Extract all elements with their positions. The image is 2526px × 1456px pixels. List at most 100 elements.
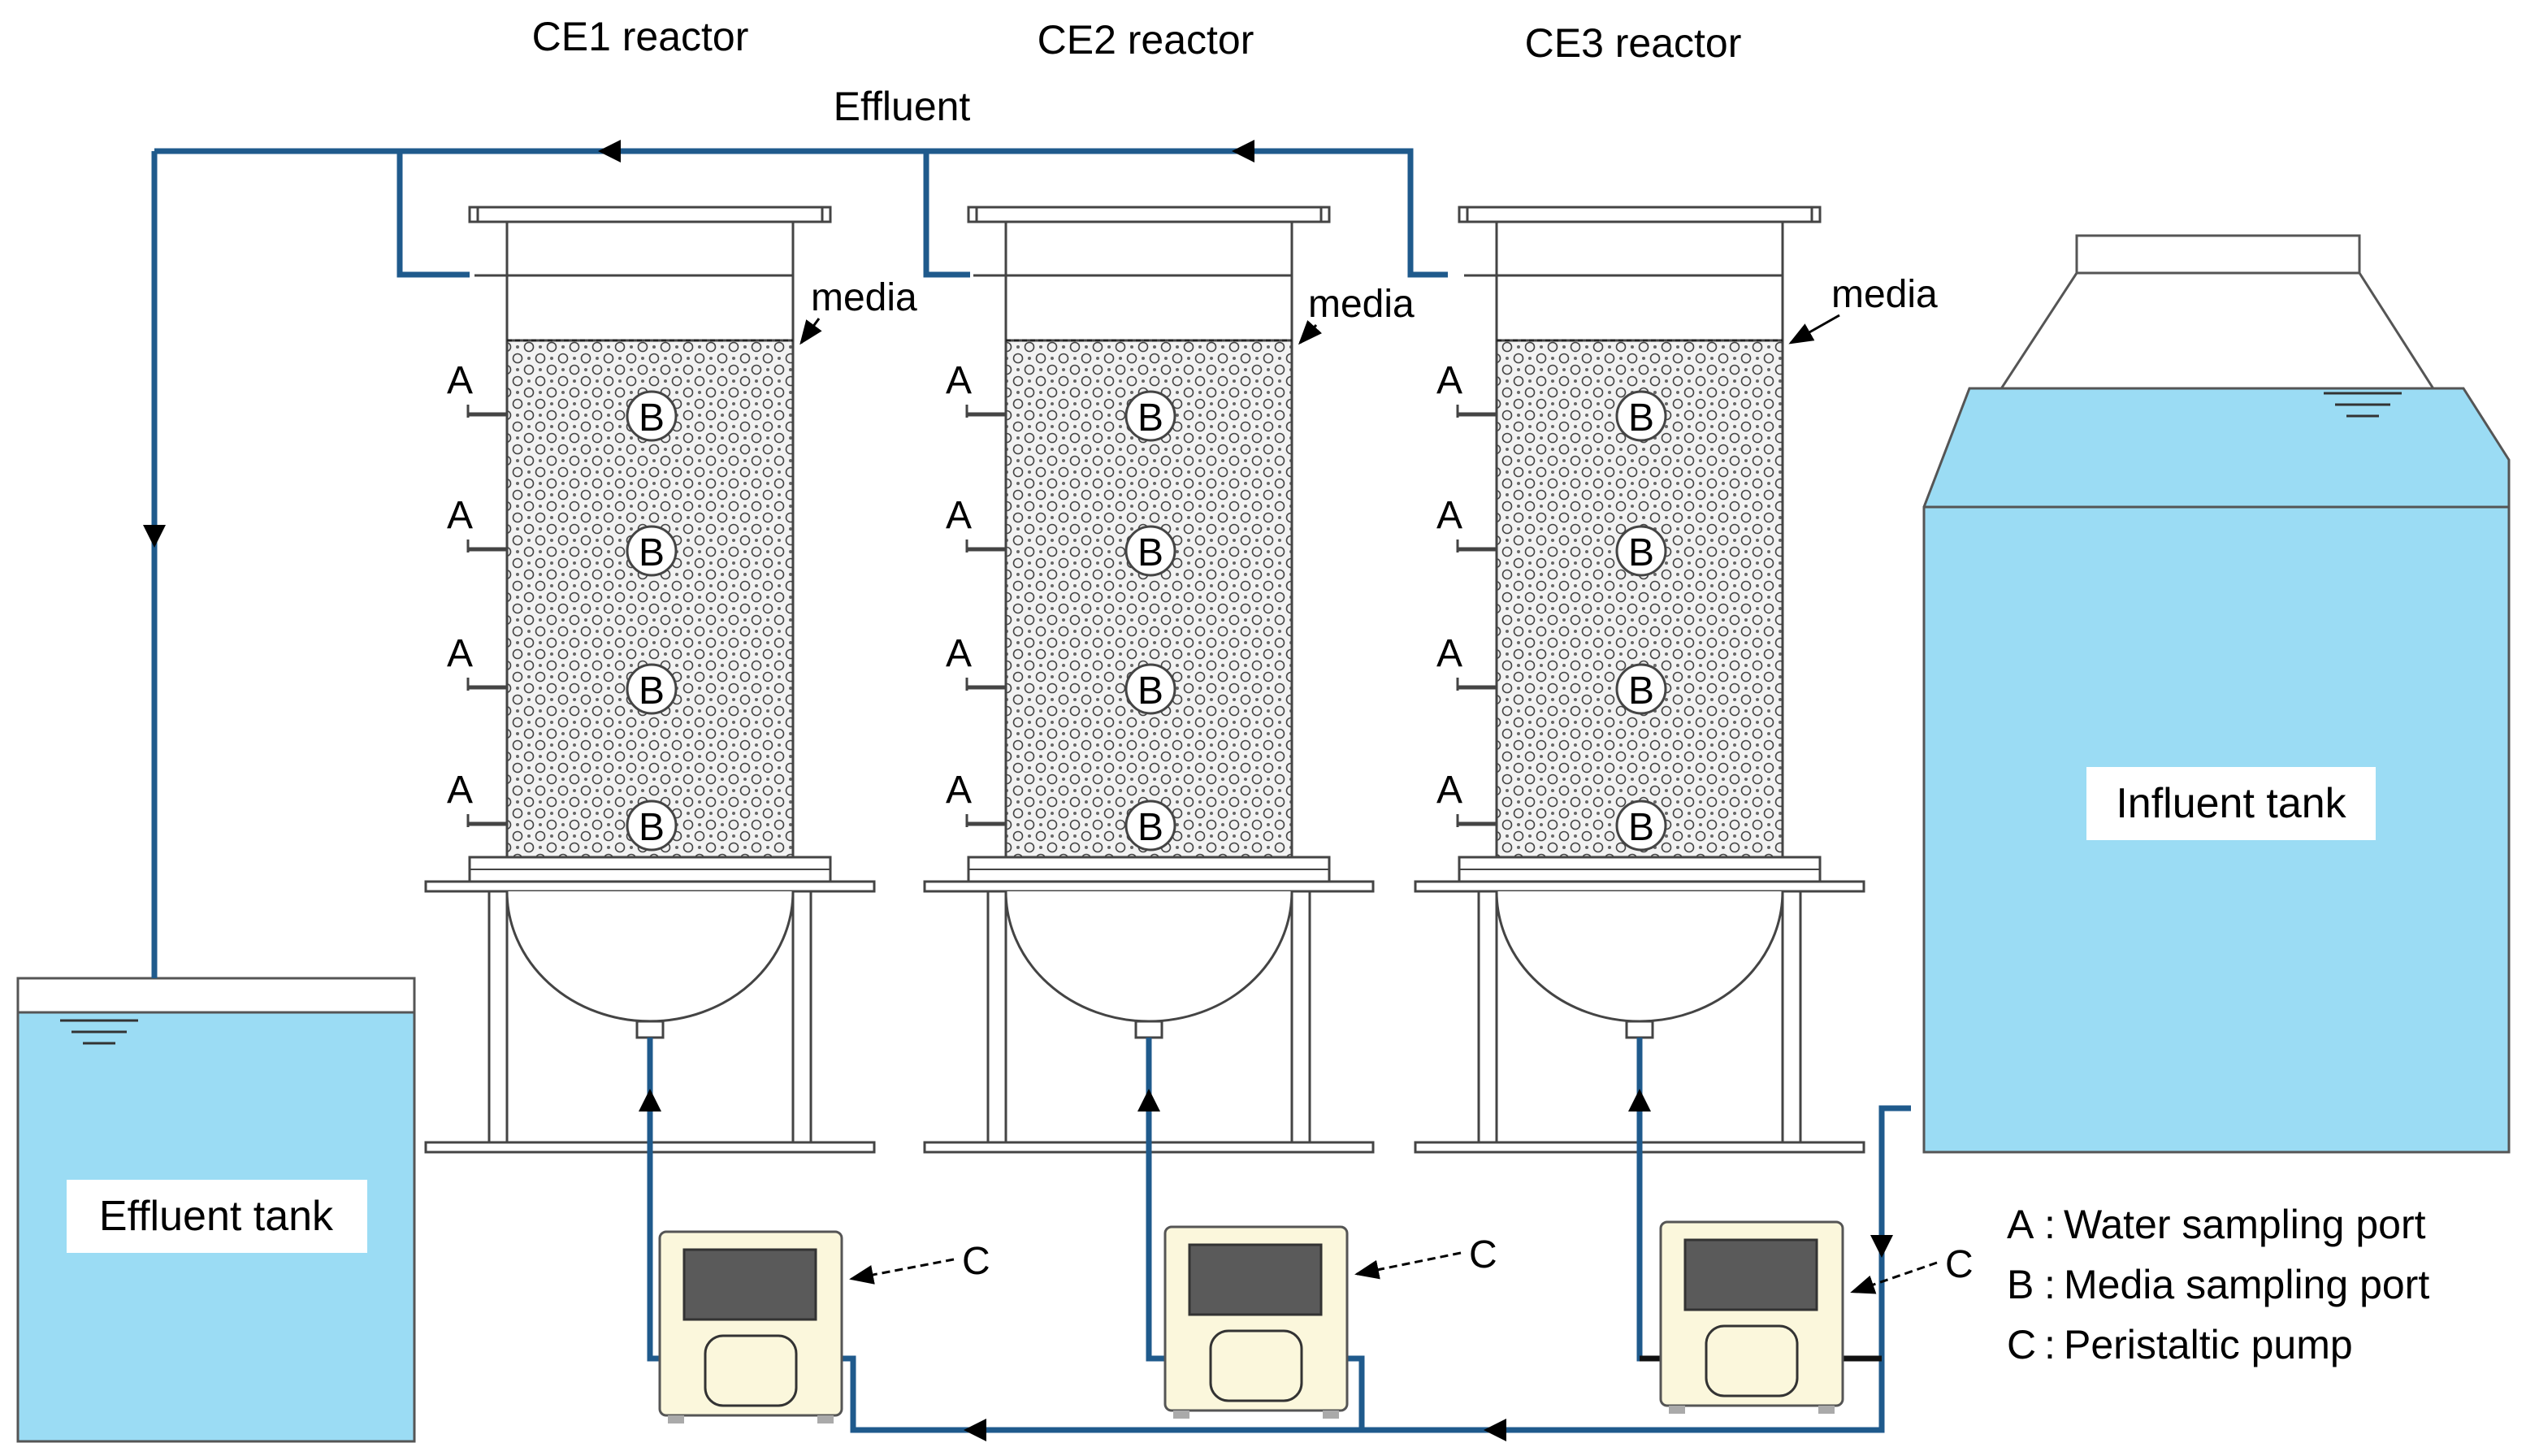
media-sampling-port [1124,525,1176,577]
pump-foot [1818,1406,1835,1414]
legend-text-b: Media sampling port [2064,1262,2429,1307]
port-a-label: A [946,769,972,812]
media-sampling-port [1615,525,1667,577]
port-b-label: B [1628,670,1654,713]
cone-bottom [1004,890,1293,1023]
port-b-label: B [1628,396,1654,440]
media-label: media [811,276,917,319]
port-a-label: A [447,632,473,675]
port-b-label: B [639,670,665,713]
pump-display [682,1248,817,1321]
column-upper [1495,220,1784,277]
reactor-title-ce1: CE1 reactor [532,14,749,59]
peristaltic-pump-1: C [658,1230,990,1424]
pump-label: C [962,1240,990,1283]
feed-main-pipe [824,1105,1911,1433]
media-sampling-port [626,800,678,852]
influent-tank: Influent tank [1922,234,2511,1154]
media-sampling-port [1124,390,1176,442]
media-sampling-port [626,525,678,577]
peristaltic-pump-3: C [1659,1220,1974,1414]
ce2-overflow-pipe [923,151,970,278]
media-label: media [1308,283,1415,326]
port-b-label: B [1628,806,1654,849]
media-pointer [799,318,822,345]
effluent-flow-label: Effluent [834,84,971,129]
legend-key-c: C [2007,1322,2036,1367]
pump-pointer [1354,1251,1462,1280]
port-a-label: A [1436,494,1462,537]
effluent-header-pipe [154,148,1448,278]
table-top [424,880,876,893]
top-flange [1458,206,1822,223]
pump-pointer [1850,1261,1938,1294]
port-b-label: B [1137,396,1163,440]
pump-foot [1323,1410,1339,1419]
cone-bottom [505,890,795,1023]
media-sampling-port [1124,663,1176,715]
port-a-label: A [1436,359,1462,402]
pump-display [1188,1243,1323,1316]
flow-arrow [1484,1419,1506,1441]
port-b-label: B [1137,531,1163,574]
pump-head [704,1334,798,1407]
media-sampling-port [1615,663,1667,715]
pump-foot [1173,1410,1189,1419]
peristaltic-pump-2: C [1163,1225,1497,1419]
outlet-nozzle [635,1020,665,1039]
legend-key-a: A [2007,1202,2034,1247]
media-sampling-port [626,663,678,715]
port-b-label: B [1137,670,1163,713]
effluent-tank-label: Effluent tank [99,1193,334,1240]
flow-arrow [964,1419,986,1441]
flow-arrow [1137,1089,1160,1112]
pump-label: C [1469,1233,1497,1276]
flow-arrow [1628,1089,1651,1112]
pump-foot [817,1415,834,1424]
pump-head [1705,1324,1799,1398]
cone-bottom [1495,890,1784,1023]
flow-arrow [1870,1235,1893,1258]
flow-arrow [598,140,621,162]
top-flange [967,206,1331,223]
column-upper [1004,220,1293,277]
legend-text-c: Peristaltic pump [2064,1322,2353,1367]
pump-head [1209,1329,1303,1402]
port-a-label: A [447,359,473,402]
legend-sep-b: : [2044,1262,2056,1307]
legend-sep-c: : [2044,1322,2056,1367]
reactor-title-ce3: CE3 reactor [1525,20,1742,66]
outlet-nozzle [1625,1020,1654,1039]
port-b-label: B [639,396,665,440]
ce1-overflow-pipe [396,151,470,278]
media-pointer [1298,319,1323,345]
media-sampling-port [626,390,678,442]
port-b-label: B [1137,806,1163,849]
flow-arrow [143,525,166,548]
media-sampling-port [1124,800,1176,852]
table-top [1414,880,1865,893]
table-top [923,880,1375,893]
legend-text-a: Water sampling port [2064,1202,2426,1247]
pump-pointer [849,1258,955,1285]
pump-display [1683,1238,1818,1311]
media-pointer [1788,314,1840,344]
top-flange [468,206,832,223]
port-a-label: A [1436,632,1462,675]
media-sampling-port [1615,390,1667,442]
outlet-nozzle [1134,1020,1163,1039]
pump-foot [1669,1406,1685,1414]
media-label: media [1831,273,1938,316]
flow-arrow [1232,140,1254,162]
port-a-label: A [946,632,972,675]
port-b-label: B [639,531,665,574]
port-a-label: A [447,494,473,537]
media-sampling-port [1615,800,1667,852]
pump-foot [668,1415,684,1424]
